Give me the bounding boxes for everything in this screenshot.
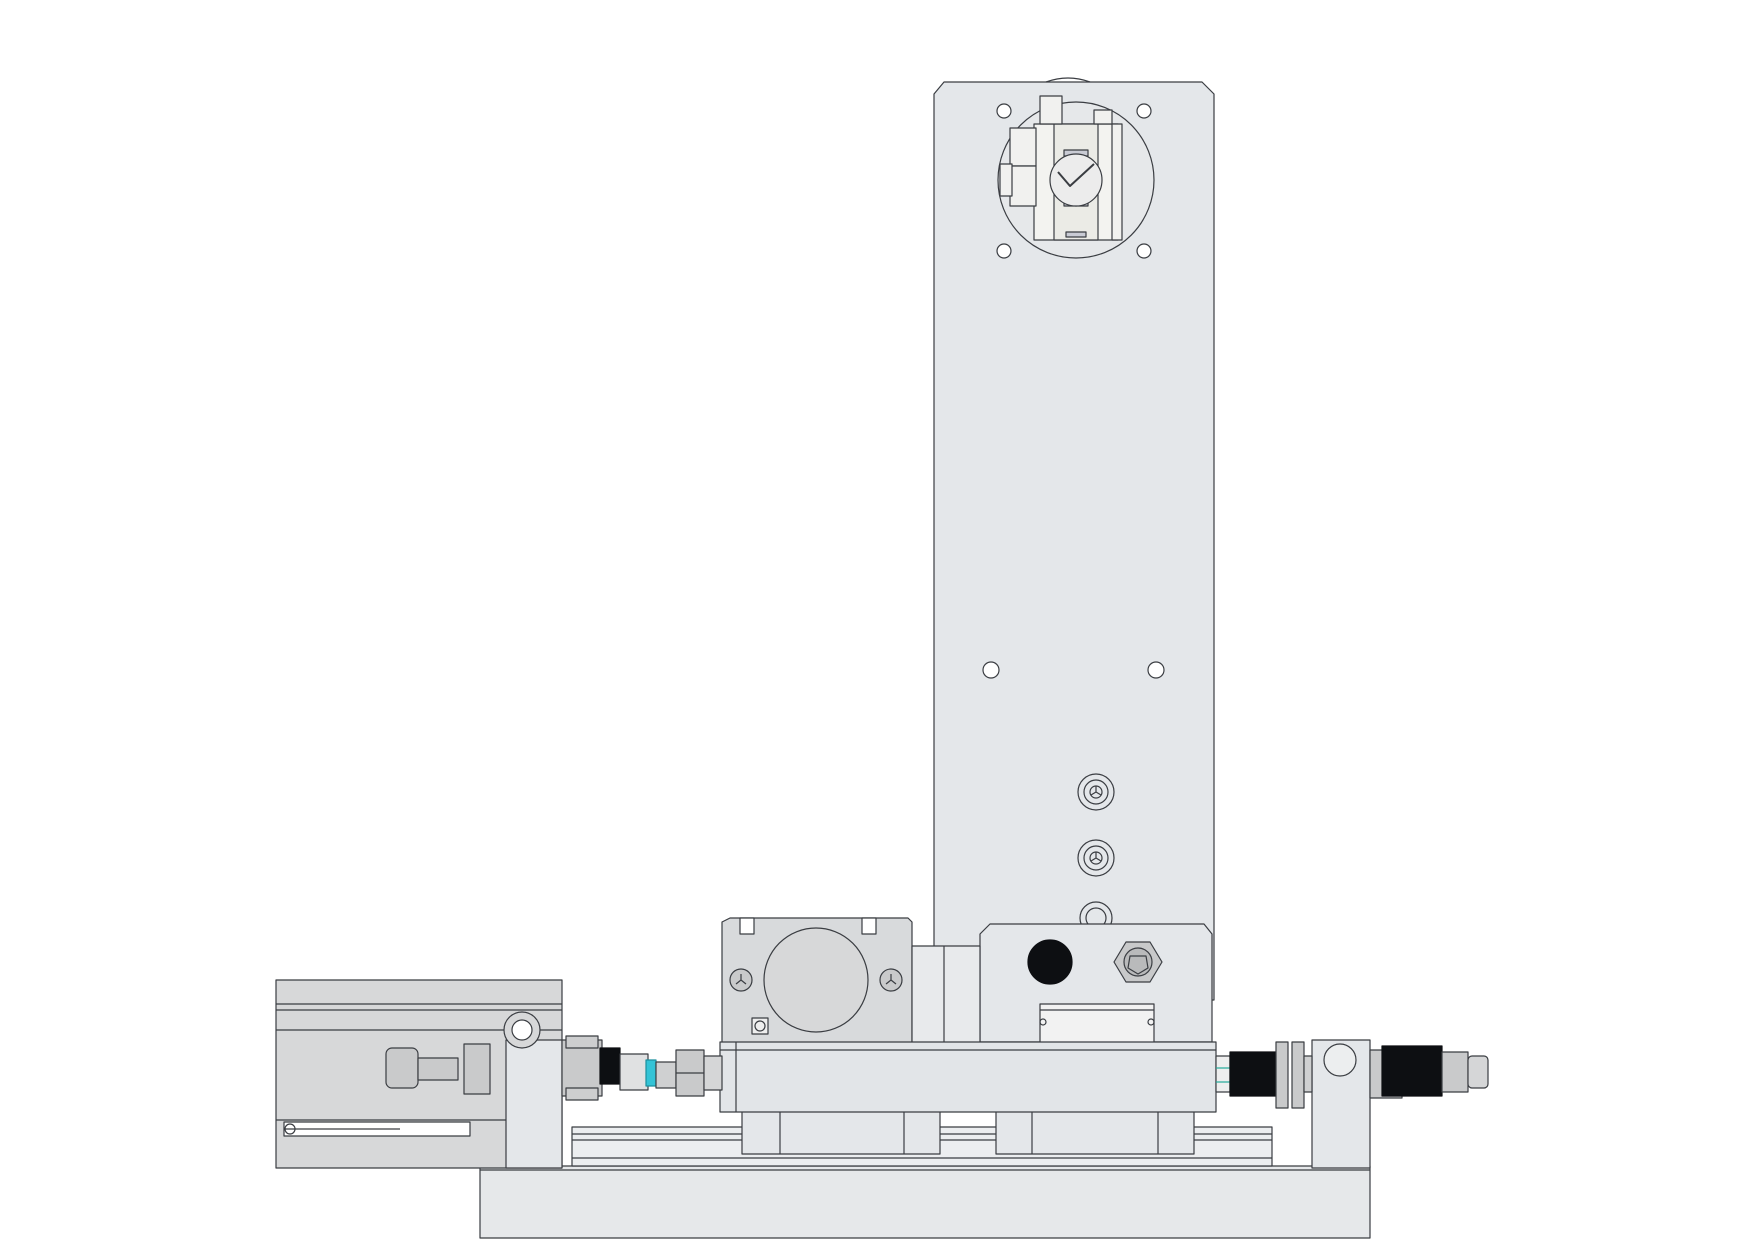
panel-screw-2 xyxy=(1078,840,1114,876)
hex-fitting xyxy=(1114,942,1162,982)
gripper-assembly xyxy=(997,96,1154,258)
piston-rod xyxy=(386,1044,490,1094)
mounting-bracket-left xyxy=(504,1012,562,1168)
sensor-housing xyxy=(980,924,1212,1046)
label-plate xyxy=(1040,1004,1154,1046)
base-plate xyxy=(480,1166,1370,1238)
pneumatic-cylinder-left xyxy=(276,980,562,1168)
carriage-block-left xyxy=(742,1110,940,1154)
rod-coupling-left xyxy=(562,1036,722,1100)
right-proximity-sensor xyxy=(1230,1042,1488,1108)
right-bracket xyxy=(1216,1040,1370,1168)
carriage-block-right xyxy=(996,1110,1194,1154)
rotary-actuator xyxy=(722,918,980,1046)
panel-screw-1 xyxy=(1078,774,1114,810)
slide-body xyxy=(720,1042,1216,1112)
